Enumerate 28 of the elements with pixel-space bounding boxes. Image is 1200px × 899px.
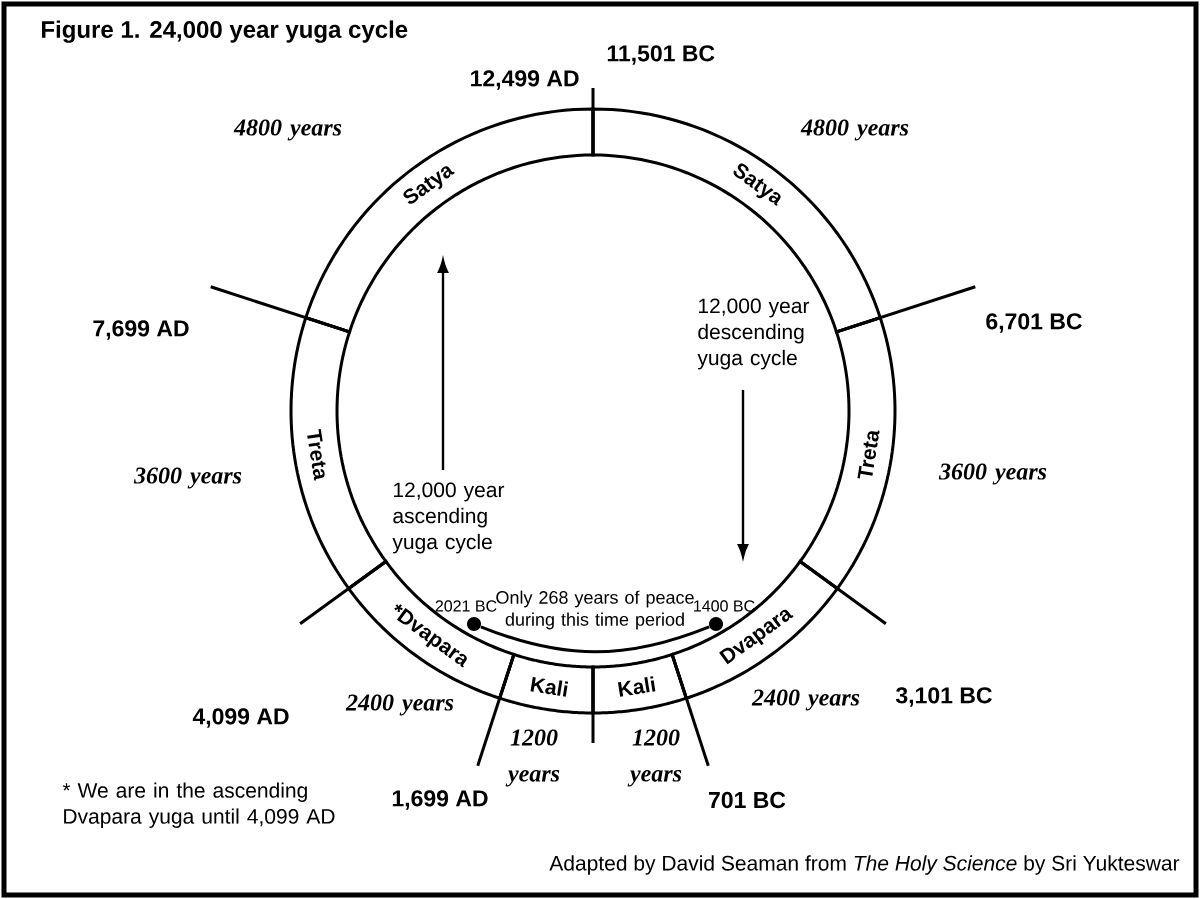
date-label: 3,101 BC: [895, 687, 992, 707]
segment-label: Treta: [857, 430, 880, 479]
duration-label: 3600 years: [133, 467, 242, 489]
connector-arc: [480, 625, 710, 654]
dot: [467, 617, 481, 631]
duration-label: 4800 years: [800, 119, 909, 141]
duration-label: 3600 years: [938, 463, 1047, 485]
duration-label: 1200 years: [627, 729, 682, 787]
segment-label: Treta: [307, 428, 326, 481]
duration-label: 4800 years: [233, 119, 342, 141]
duration-label: 2400 years: [751, 689, 860, 711]
note-text: 12,000 year descending yuga cycle: [697, 298, 810, 370]
duration-label: 2400 years: [345, 694, 454, 716]
date-label: 701 BC: [709, 791, 786, 809]
date-label: 6,701 BC: [986, 313, 1082, 333]
edge-label: Only 268 years of peace during this time period: [496, 590, 694, 630]
note-text: * We are in the ascending Dvapara yuga until 4,099 AD: [62, 782, 335, 828]
date-label: 12,499 AD: [471, 70, 579, 90]
date-label: 1,699 AD: [392, 790, 488, 810]
note-text: Adapted by David Seaman from The Holy Science by Sri Yukteswar: [549, 855, 1180, 875]
note-text: 12,000 year ascending yuga cycle: [392, 482, 505, 554]
segment-label: Kali: [530, 676, 569, 697]
duration-label: 1200 years: [505, 729, 560, 787]
title: Figure 1. 24,000 year yuga cycle: [42, 20, 408, 43]
segment-label: Kali: [617, 676, 656, 697]
date-label: 4,099 AD: [192, 708, 289, 728]
date-label: 7,699 AD: [93, 320, 189, 340]
date-label: 11,501 BC: [607, 45, 715, 65]
